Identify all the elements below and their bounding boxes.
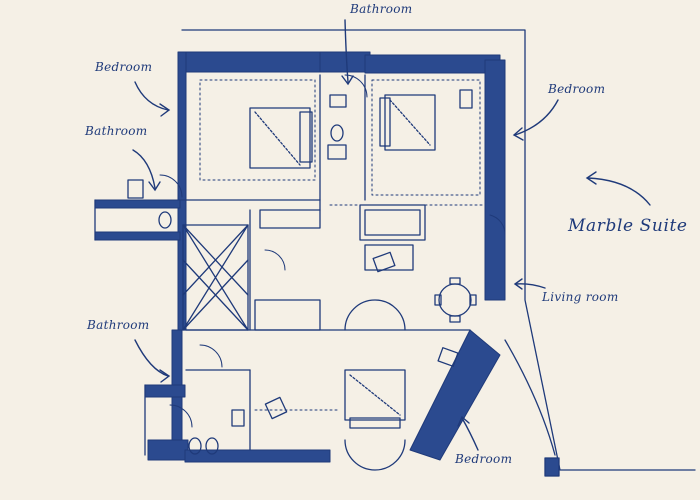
sink-icon (127, 94, 347, 427)
title-marble-suite: Marble Suite (568, 216, 688, 236)
label-bedroom-topleft: Bedroom (95, 60, 153, 74)
wall-bath-left2 (94, 231, 181, 241)
boundary-curve (504, 339, 556, 456)
wall-diagonal (409, 329, 501, 461)
wall-left-top (177, 51, 187, 203)
wall-bottom-left (147, 439, 189, 461)
bed-icon-bottom (344, 369, 406, 429)
label-living-room: Living room (542, 290, 619, 304)
wall-left-mid (177, 199, 187, 331)
arrow-icon (461, 417, 479, 451)
bed-icon-topleft (249, 107, 313, 169)
wall-bath-left (94, 199, 181, 209)
coffee-table (364, 244, 414, 271)
outside-block (544, 457, 560, 477)
toilet-icon (158, 124, 344, 455)
wall-bottom (184, 449, 331, 463)
bed-icon-topright (379, 94, 436, 151)
arrow-icon (134, 339, 169, 377)
wall-bath-bl (144, 384, 186, 398)
label-bedroom-bottom: Bedroom (455, 452, 513, 466)
label-bathroom-left: Bathroom (85, 124, 148, 138)
chair-icon (264, 89, 473, 420)
label-bedroom-right: Bedroom (548, 82, 606, 96)
label-bathroom-top: Bathroom (350, 2, 413, 16)
crosshatch-area (182, 224, 249, 331)
wall-top-left (179, 51, 326, 73)
arrow-icon (515, 283, 546, 289)
wall-top-mid (319, 51, 371, 73)
arrow-icon (587, 177, 651, 206)
property-boundary (181, 29, 696, 471)
wall-top-right (364, 54, 501, 74)
arrow-icon (132, 149, 156, 189)
arrow-icon (134, 81, 169, 111)
arrow-icon (344, 19, 349, 83)
wall-right-upper (484, 59, 506, 301)
table-icon (434, 277, 477, 323)
arrow-icon (514, 99, 559, 136)
label-bathroom-bottom-left: Bathroom (87, 318, 150, 332)
sofa-icon (359, 204, 426, 241)
